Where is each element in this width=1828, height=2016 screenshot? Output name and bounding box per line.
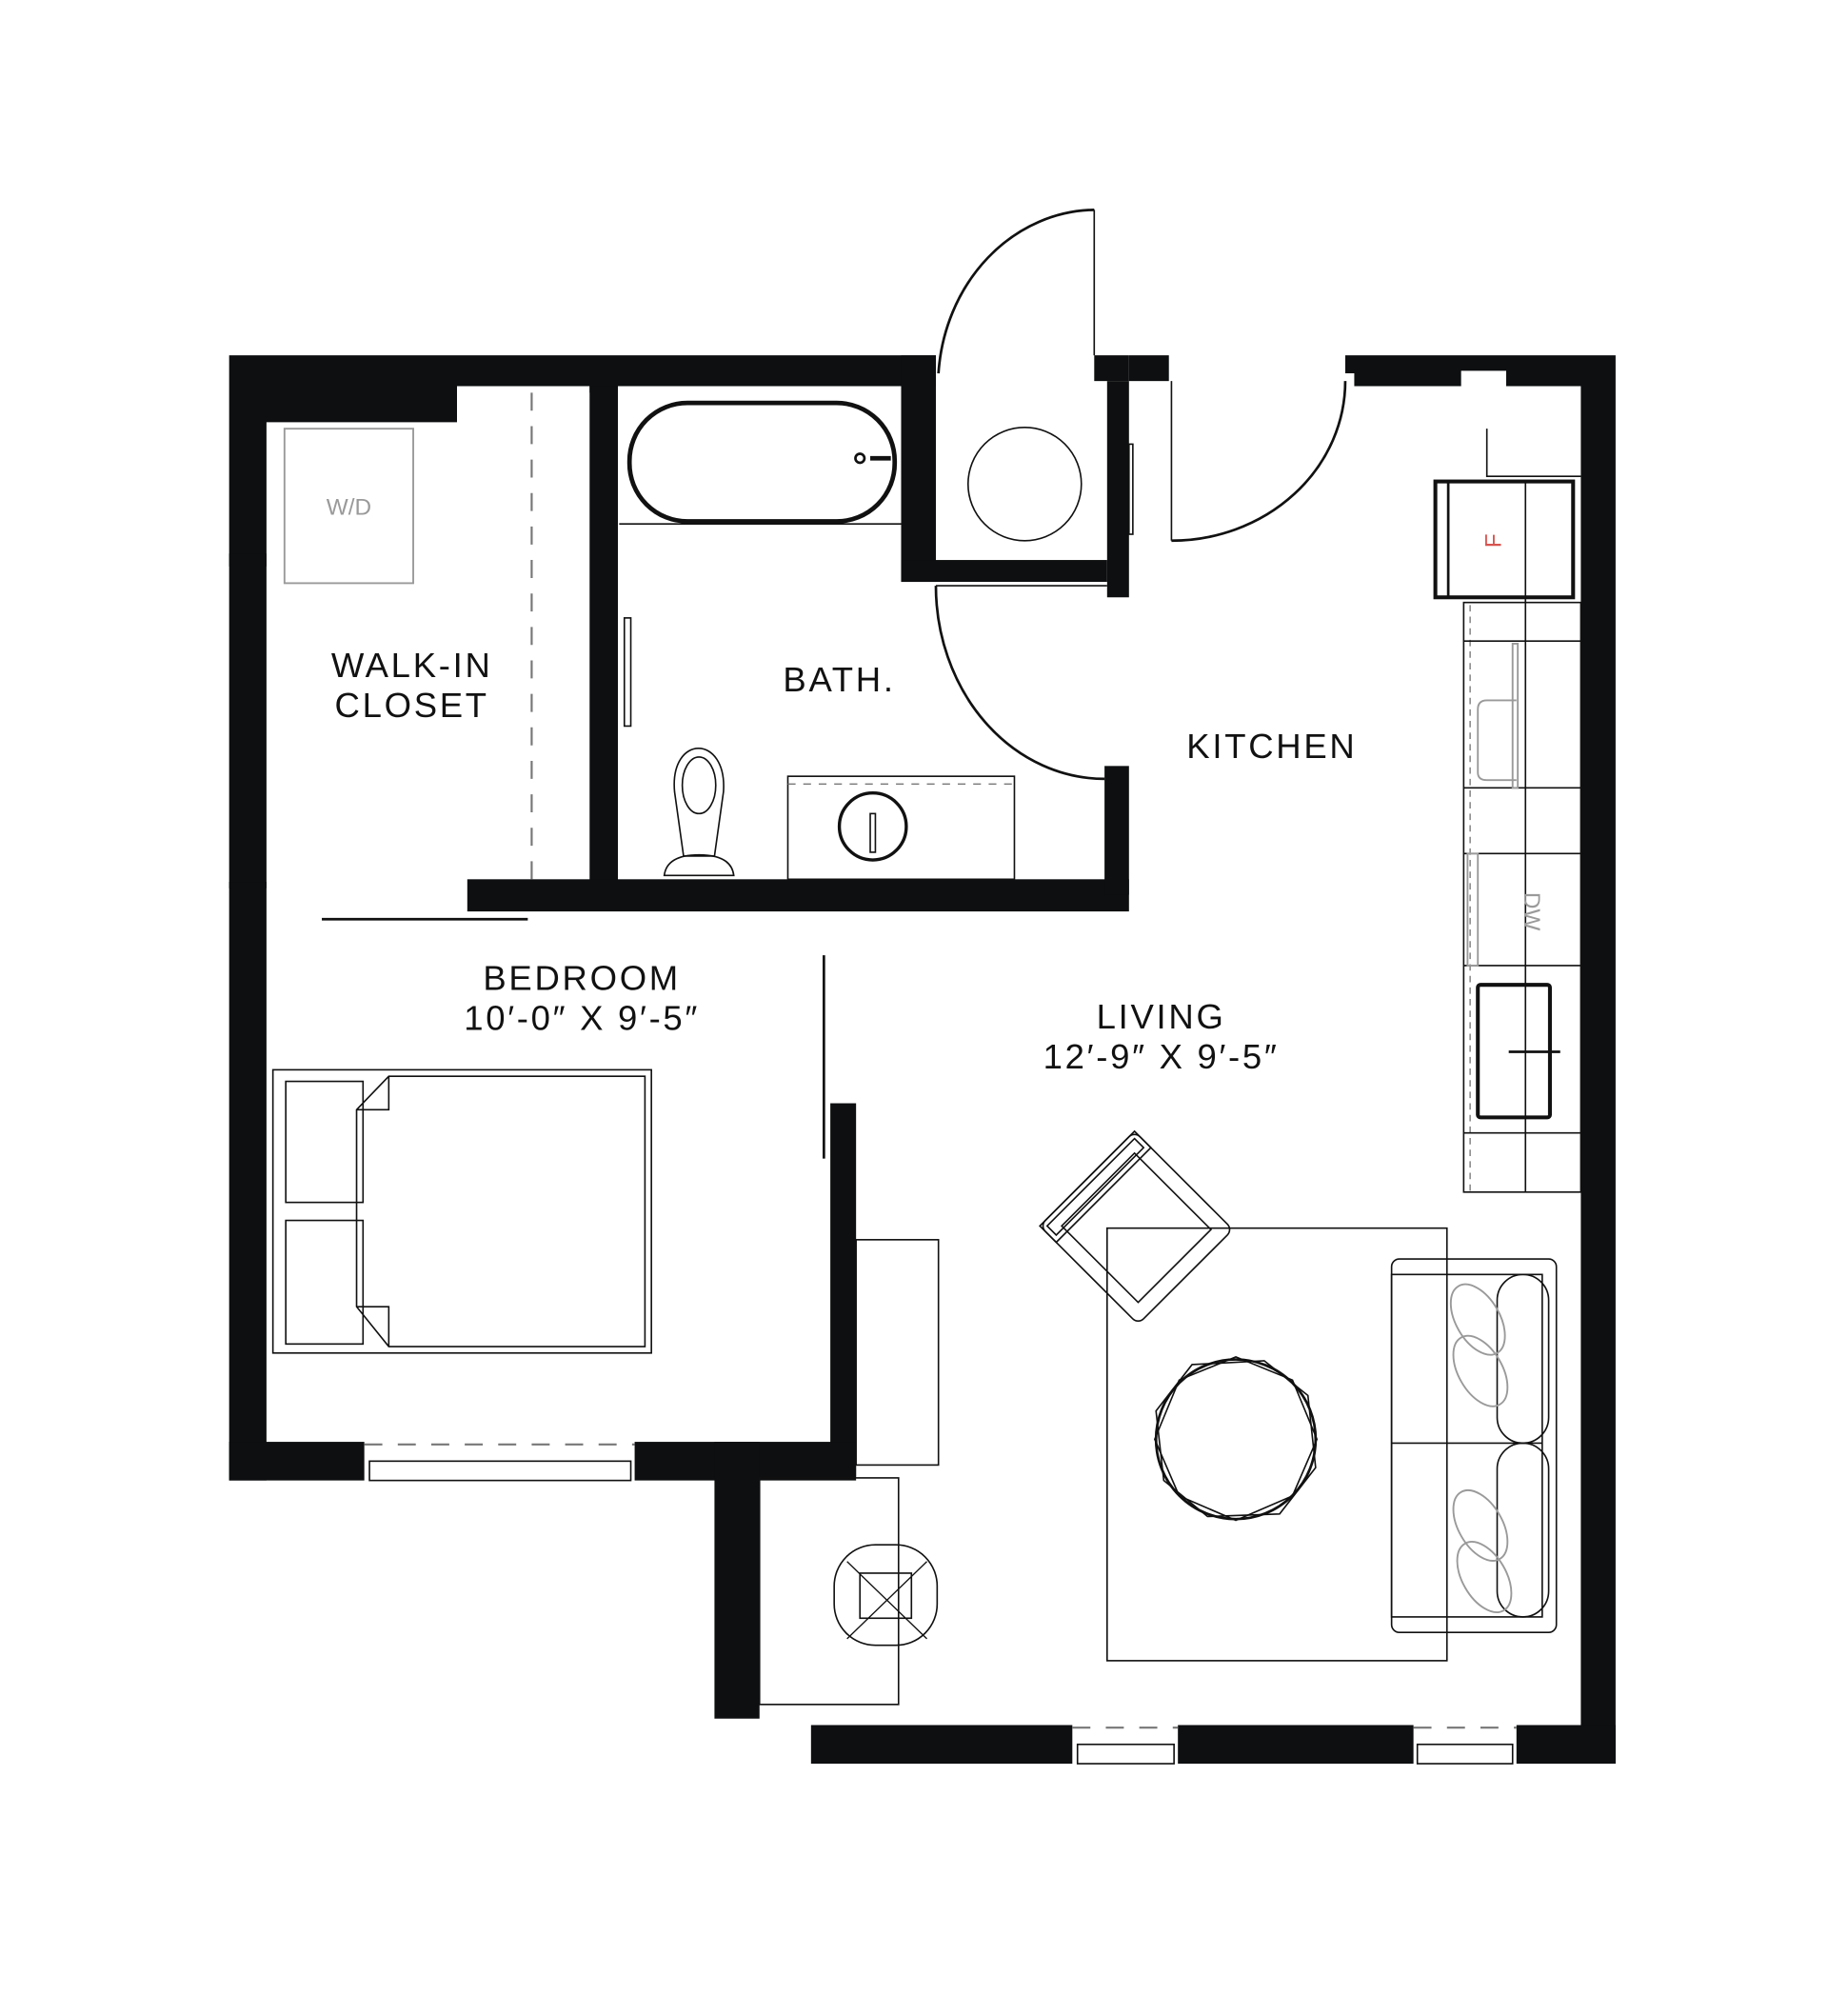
nightstand-2 <box>285 1219 365 1346</box>
sofa <box>1390 1258 1558 1633</box>
tub-drain <box>854 452 866 465</box>
area-rug <box>1106 1227 1448 1662</box>
bedroom-label: BEDROOM <box>483 959 681 998</box>
wall-bottom-2 <box>1178 1725 1414 1765</box>
wall-bottom-3 <box>1516 1725 1616 1765</box>
window-living-2 <box>1416 1743 1514 1765</box>
range <box>1477 699 1517 782</box>
bath-label: BATH. <box>783 660 895 699</box>
fridge <box>1433 479 1576 600</box>
wall-left-upper <box>228 553 267 888</box>
window-living-1 <box>1076 1743 1175 1765</box>
wall-coat-right-v <box>1106 381 1129 598</box>
water-heater <box>966 427 1083 542</box>
bath-door-swing <box>934 586 1105 781</box>
wall-bed-bottom-left <box>228 1442 365 1481</box>
kitchen: KITCHEN F DW <box>1186 429 1582 1193</box>
bath: BATH. <box>619 400 1016 881</box>
range-edge <box>1511 642 1520 789</box>
bathtub <box>626 400 898 524</box>
wall-closet-bath <box>589 386 619 895</box>
nook <box>758 1477 939 1706</box>
toilet-seat <box>673 747 725 857</box>
window-bedroom <box>368 1460 632 1482</box>
nook-chair <box>833 1544 939 1647</box>
doors <box>322 209 1347 1159</box>
toilet-bowl <box>681 756 717 815</box>
bedroom: BEDROOM 10′-0″ X 9′-5″ <box>271 959 940 1467</box>
wall-left-lower <box>228 882 267 1481</box>
walk-in-closet: W/D WALK-IN CLOSET <box>283 392 533 880</box>
wall-nook-left <box>714 1442 760 1719</box>
coat-closet <box>966 427 1134 542</box>
living-dimensions: 12′-9″ X 9′-5″ <box>1043 1037 1280 1076</box>
wall-top-right <box>1344 355 1616 1765</box>
windows <box>364 1443 1517 1765</box>
armchair <box>1039 1129 1231 1323</box>
wall-coat-left <box>901 355 936 583</box>
closet-label-1: WALK-IN <box>331 646 493 685</box>
nook-chair-seat <box>859 1572 913 1620</box>
wall-top-stub <box>1128 355 1169 382</box>
dishwasher-door <box>1466 852 1480 967</box>
bedroom-dimensions: 10′-0″ X 9′-5″ <box>464 998 700 1037</box>
sink-bowl <box>837 791 908 862</box>
towel-bar <box>623 617 632 728</box>
counter <box>1462 601 1582 1193</box>
kitchen-label: KITCHEN <box>1186 727 1357 766</box>
washer-dryer <box>283 428 414 585</box>
entry-door-swing <box>937 209 1095 374</box>
coffee-table <box>1153 1355 1319 1522</box>
vanity <box>786 775 1016 881</box>
nook-desk <box>758 1477 900 1706</box>
fridge-alcove <box>1485 429 1581 477</box>
kitchen-door-swing <box>1171 381 1347 543</box>
living: LIVING 12′-9″ X 9′-5″ <box>1039 997 1558 1662</box>
closet-label-2: CLOSET <box>335 686 489 725</box>
wall-bottom-1 <box>810 1725 1073 1765</box>
washer-dryer-label: W/D <box>327 495 371 521</box>
dresser <box>855 1239 940 1467</box>
pillow-fold-top <box>356 1076 390 1111</box>
dishwasher-label: DW <box>1519 892 1544 931</box>
wall-bath-right-stub <box>1104 766 1129 895</box>
wall-top-left <box>228 355 936 567</box>
toilet-tank <box>663 853 735 877</box>
sink-faucet <box>869 812 877 853</box>
wall-bath-bottom <box>467 879 1129 912</box>
bed-frame <box>271 1068 652 1354</box>
wall-coat-right <box>1094 355 1129 382</box>
shelf <box>1127 443 1134 535</box>
walls <box>228 355 1616 1765</box>
nightstand-1 <box>285 1080 365 1204</box>
living-label: LIVING <box>1097 997 1226 1036</box>
bed-mattress <box>355 1075 646 1347</box>
fridge-label: F <box>1481 533 1507 548</box>
wall-coat-bottom <box>901 560 1107 583</box>
wall-bed-living <box>830 1103 857 1477</box>
pillow-fold-bottom <box>356 1306 390 1347</box>
